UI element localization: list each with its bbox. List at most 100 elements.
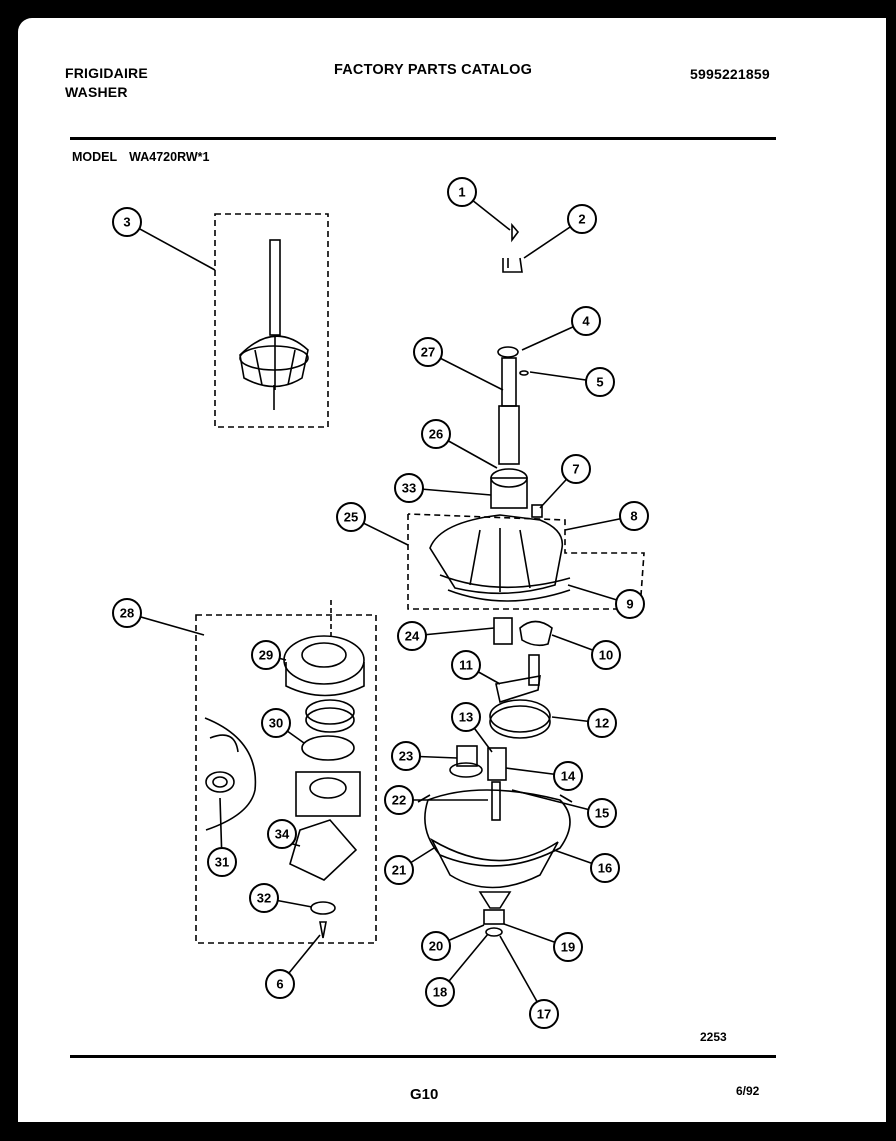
seal-part	[483, 909, 505, 925]
callout-circle	[585, 367, 615, 397]
callout-14: 14	[553, 761, 583, 791]
callout-circle	[619, 501, 649, 531]
callout-9: 9	[615, 589, 645, 619]
shaft-part	[491, 781, 501, 821]
callout-34: 34	[267, 819, 297, 849]
footer-rule	[70, 1055, 776, 1058]
callout-circle	[267, 819, 297, 849]
crank-part	[519, 620, 553, 647]
callout-circle	[587, 708, 617, 738]
figure-number: 2253	[700, 1030, 727, 1044]
seal-kit-box	[195, 614, 377, 944]
washer-small-part	[310, 901, 336, 915]
callout-circle	[251, 640, 281, 670]
callout-10: 10	[591, 640, 621, 670]
callout-28: 28	[112, 598, 142, 628]
square-seal-part	[289, 819, 358, 881]
callout-32: 32	[249, 883, 279, 913]
callout-30: 30	[261, 708, 291, 738]
callout-label: 19	[561, 940, 575, 955]
catalog-title: FACTORY PARTS CATALOG	[334, 62, 533, 78]
callout-circle	[451, 650, 481, 680]
callout-circle	[112, 207, 142, 237]
callout-label: 4	[582, 314, 590, 329]
callout-label: 15	[595, 806, 609, 821]
callout-21: 21	[384, 855, 414, 885]
callout-circle	[529, 999, 559, 1029]
revision-date: 6/92	[736, 1084, 760, 1098]
header-rule	[70, 137, 776, 140]
callout-22: 22	[384, 785, 414, 815]
callout-11: 11	[451, 650, 481, 680]
callout-label: 28	[120, 606, 134, 621]
callout-26: 26	[421, 419, 451, 449]
bearing-small-part	[205, 771, 235, 793]
callout-label: 20	[429, 939, 443, 954]
transmission-cover-part	[429, 504, 571, 602]
callout-31: 31	[207, 847, 237, 877]
callout-circle	[553, 761, 583, 791]
callout-16: 16	[590, 853, 620, 883]
callout-19: 19	[553, 932, 583, 962]
clip-part	[502, 257, 523, 273]
callout-25: 25	[336, 502, 366, 532]
callout-circle	[447, 177, 477, 207]
callout-label: 18	[433, 985, 447, 1000]
callout-label: 22	[392, 793, 406, 808]
callout-circle	[590, 853, 620, 883]
callout-label: 13	[459, 710, 473, 725]
callout-label: 6	[276, 977, 283, 992]
product-type: WASHER	[65, 84, 128, 100]
pinion-gear-part	[493, 617, 513, 645]
drive-gear-part	[456, 745, 478, 767]
callout-label: 34	[275, 827, 290, 842]
callout-label: 23	[399, 749, 413, 764]
callout-8: 8	[619, 501, 649, 531]
spin-shaft-part	[490, 346, 529, 509]
callout-label: 8	[630, 509, 637, 524]
callout-circle	[567, 204, 597, 234]
callout-5: 5	[585, 367, 615, 397]
callout-20: 20	[421, 931, 451, 961]
callout-29: 29	[251, 640, 281, 670]
agitator-shaft-part	[239, 239, 309, 410]
callout-circle	[615, 589, 645, 619]
spring-part	[305, 699, 355, 725]
callout-circle	[571, 306, 601, 336]
callout-2: 2	[567, 204, 597, 234]
callout-circle	[391, 741, 421, 771]
callout-label: 31	[215, 855, 229, 870]
callout-circle	[207, 847, 237, 877]
screw-small-part	[319, 921, 327, 939]
callout-circle	[397, 621, 427, 651]
callout-circle	[451, 702, 481, 732]
callout-circle	[265, 969, 295, 999]
callout-24: 24	[397, 621, 427, 651]
callout-circle	[249, 883, 279, 913]
main-gear-part	[489, 699, 551, 733]
callout-label: 17	[537, 1007, 551, 1022]
callout-label: 24	[405, 629, 420, 644]
callout-label: 21	[392, 863, 406, 878]
callout-circle	[336, 502, 366, 532]
callout-13: 13	[451, 702, 481, 732]
callout-circle	[413, 337, 443, 367]
page-number: G10	[410, 1086, 439, 1103]
screw-part	[511, 222, 520, 243]
model-number: WA4720RW*1	[129, 150, 210, 164]
callout-label: 3	[123, 215, 130, 230]
callout-label: 16	[598, 861, 612, 876]
callout-circle	[112, 598, 142, 628]
washer-part	[485, 927, 503, 937]
callout-circle	[261, 708, 291, 738]
callout-label: 33	[402, 481, 416, 496]
callout-3: 3	[112, 207, 142, 237]
callout-circle	[384, 855, 414, 885]
small-gear-part	[487, 747, 507, 781]
callout-label: 29	[259, 648, 273, 663]
callout-label: 14	[561, 769, 576, 784]
callout-label: 12	[595, 716, 609, 731]
